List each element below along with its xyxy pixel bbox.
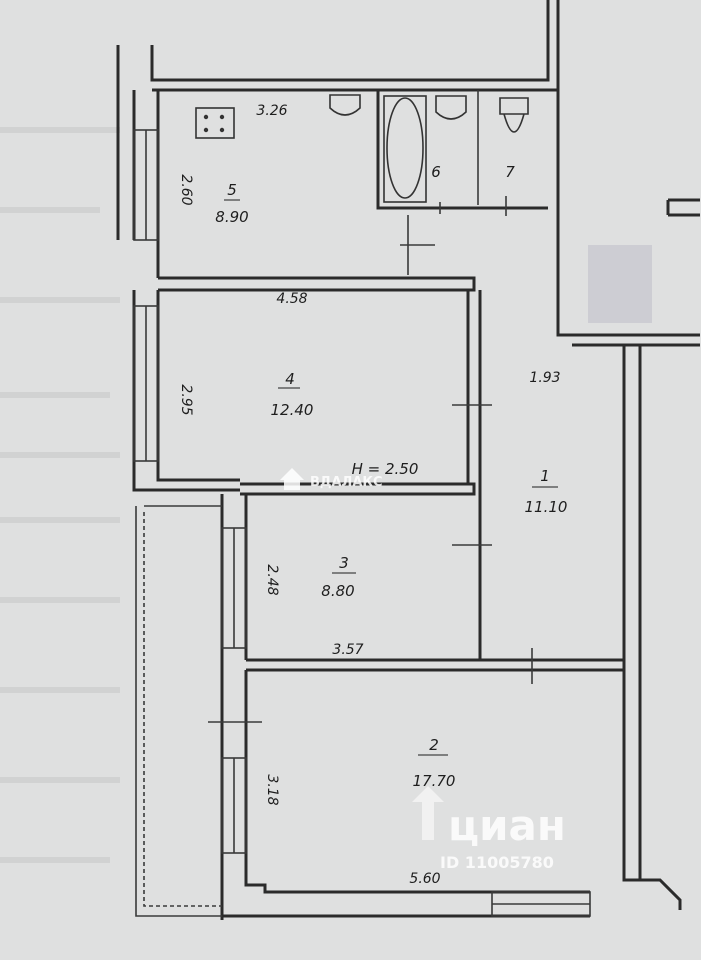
room-3-area: 8.80: [321, 582, 354, 600]
cian-logo-icon: [412, 786, 444, 840]
dimension-labels: 3.26 2.60 4.58 2.95 1.93 H = 2.50 2.48 3…: [178, 103, 561, 887]
watermark-cian: циан ID 11005780: [412, 786, 566, 872]
dim-room2-width: 3.57: [332, 642, 363, 658]
room-5-number: 5: [227, 181, 237, 199]
dim-hall-width: 1.93: [529, 370, 560, 386]
sink-icon: [329, 94, 361, 116]
fixtures: [195, 94, 529, 203]
toilet-icon: [499, 97, 529, 133]
dim-room2-depth: 3.18: [264, 774, 280, 805]
dim-kitchen-depth: 2.60: [178, 174, 194, 205]
stove-icon: [195, 107, 235, 139]
house-icon: [280, 468, 304, 490]
background-text-lines: [0, 127, 120, 863]
windows: [133, 129, 591, 917]
room-2-area: 17.70: [413, 772, 456, 790]
dim-kitchen-width: 3.26: [256, 103, 287, 119]
room-6-number: 6: [431, 163, 441, 181]
svg-text:циан: циан: [448, 801, 566, 850]
dim-room4-width: 4.58: [276, 291, 307, 307]
room-labels: 5 8.90 6 7 4 12.40 1 11.10 3 8.80 2 17.7…: [215, 163, 567, 790]
dim-room2-bottom: 5.60: [409, 871, 440, 887]
bathtub-icon: [386, 97, 424, 199]
room-5-area: 8.90: [215, 208, 248, 226]
dim-room4-depth: 2.95: [178, 384, 194, 415]
ceiling-height: H = 2.50: [352, 460, 419, 478]
room-7-number: 7: [505, 163, 515, 181]
doors: [208, 196, 533, 723]
room-1-number: 1: [540, 467, 550, 485]
room-4-number: 4: [285, 370, 295, 388]
svg-text:ВДАЛАКС: ВДАЛАКС: [310, 475, 383, 490]
washbasin-icon: [435, 95, 467, 120]
redacted-box: [588, 245, 652, 323]
watermark-vdm: ВДАЛАКС: [280, 468, 383, 490]
room-1-area: 11.10: [525, 498, 568, 516]
svg-text:ID 11005780: ID 11005780: [440, 853, 554, 872]
room-3-number: 3: [339, 554, 349, 572]
room-4-area: 12.40: [271, 401, 314, 419]
walls: [116, 0, 700, 920]
room-2-number: 2: [429, 736, 439, 754]
dim-room3-depth: 2.48: [264, 564, 280, 595]
